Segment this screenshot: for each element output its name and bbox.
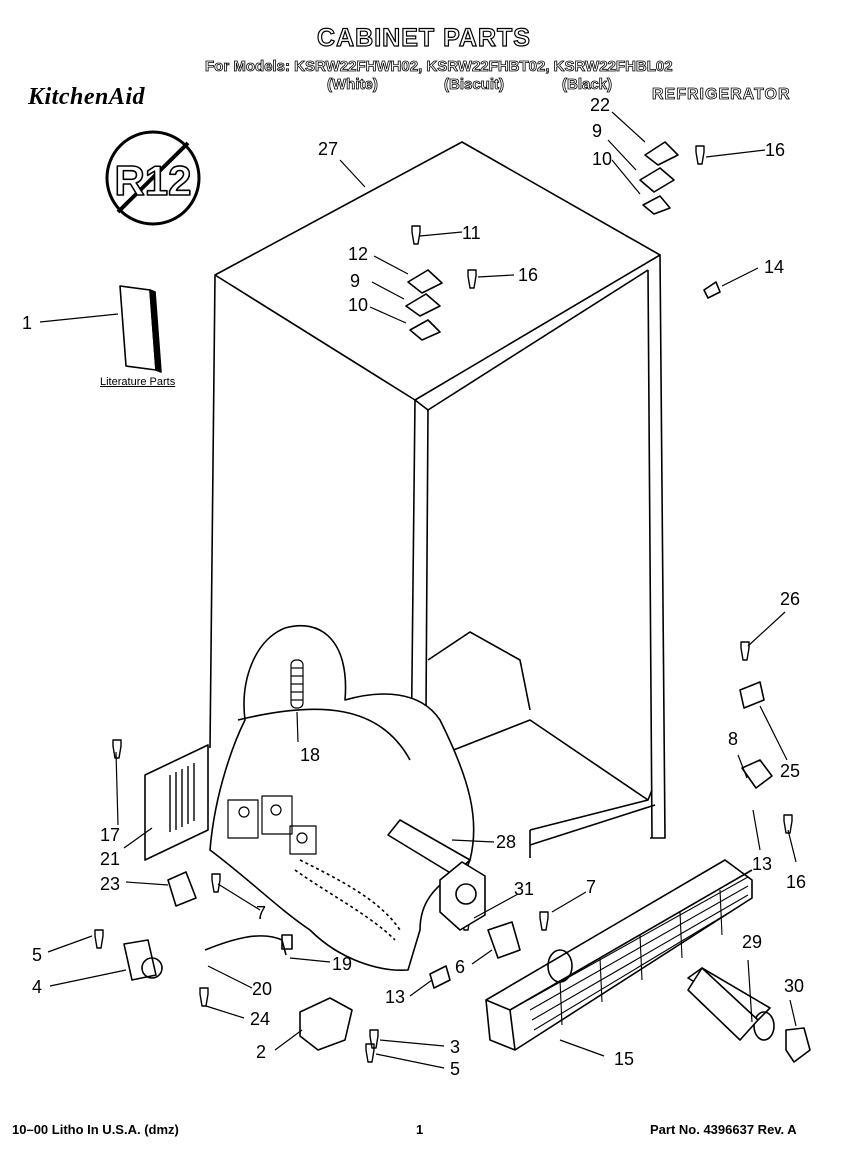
callout-number: 15 — [614, 1049, 635, 1069]
callout-number: 7 — [586, 877, 597, 897]
callout-number: 3 — [450, 1037, 461, 1057]
callout-number: 14 — [764, 257, 785, 277]
callout-number: 5 — [450, 1059, 461, 1079]
callout-number: 24 — [250, 1009, 271, 1029]
filter-cap-icon — [785, 1027, 811, 1063]
callout-number: 31 — [514, 879, 535, 899]
callout-number: 22 — [590, 95, 611, 115]
callout-number: 6 — [455, 957, 466, 977]
drain-tube-icon — [204, 935, 287, 956]
drain-hose-icon — [290, 659, 304, 709]
brand-logo: KitchenAid — [28, 84, 146, 110]
screw-icon — [94, 145, 793, 1063]
callout-number: 4 — [32, 977, 43, 997]
callout-number: 7 — [256, 903, 267, 923]
page-title: CABINET PARTS — [316, 23, 531, 52]
callout-number: 16 — [518, 265, 539, 285]
relay-assembly-icon — [227, 795, 317, 855]
callout-number: 23 — [100, 874, 121, 894]
callout-number: 19 — [332, 954, 353, 974]
roller-icon — [123, 939, 353, 1051]
callout-number: 25 — [780, 761, 801, 781]
variant-white: (White) — [327, 76, 379, 94]
callout-number: 12 — [348, 244, 369, 264]
cabinet-outline — [209, 141, 666, 861]
callout-number: 2 — [256, 1042, 267, 1062]
bracket-icon — [167, 871, 521, 989]
callout-number: 9 — [592, 121, 603, 141]
bracket-icon — [741, 759, 773, 789]
no-r12-icon: R12 — [105, 130, 201, 226]
callout-number: 10 — [348, 295, 369, 315]
footer-page-number: 1 — [416, 1122, 424, 1137]
callout-number: 11 — [462, 223, 481, 243]
toe-grille-icon — [485, 859, 753, 1051]
callout-number: 27 — [318, 139, 339, 159]
callout-number: 1 — [22, 313, 33, 333]
callout-number: 16 — [786, 872, 807, 892]
leader-lines — [39, 111, 797, 1069]
callout-number: 30 — [784, 976, 805, 996]
callout-number: 13 — [752, 854, 773, 874]
callout-number: 5 — [32, 945, 43, 965]
callout-number: 16 — [765, 140, 786, 160]
variant-biscuit: (Biscuit) — [444, 76, 505, 94]
callout-number: 20 — [252, 979, 273, 999]
callout-number: 10 — [592, 149, 613, 169]
literature-booklet-icon — [119, 285, 162, 373]
callout-number: 21 — [100, 849, 121, 869]
hinge-icon — [405, 141, 679, 341]
hinge-bracket-icon — [739, 681, 765, 709]
evaporator-drain-tube-icon — [387, 819, 486, 931]
callout-number: 28 — [496, 832, 517, 852]
compartment-cutaway — [209, 624, 475, 971]
r12-text: R12 — [114, 157, 191, 204]
water-filter-icon — [687, 967, 775, 1041]
product-label: REFRIGERATOR — [652, 86, 791, 104]
callout-number: 29 — [742, 932, 763, 952]
footer-part-number: Part No. 4396637 Rev. A — [650, 1122, 797, 1137]
callout-number: 17 — [100, 825, 121, 845]
footer-litho: 10–00 Litho In U.S.A. (dmz) — [12, 1122, 179, 1137]
variant-black: (Black) — [562, 76, 613, 94]
shim-icon — [703, 281, 721, 299]
literature-parts-label: Literature Parts — [100, 376, 176, 388]
callout-number: 8 — [728, 729, 739, 749]
callout-number: 18 — [300, 745, 321, 765]
access-panel-icon — [144, 744, 209, 861]
callout-number: 26 — [780, 589, 801, 609]
callout-number: 9 — [350, 271, 361, 291]
callout-number: 13 — [385, 987, 406, 1007]
models-line: For Models: KSRW22FHWH02, KSRW22FHBT02, … — [205, 58, 673, 76]
